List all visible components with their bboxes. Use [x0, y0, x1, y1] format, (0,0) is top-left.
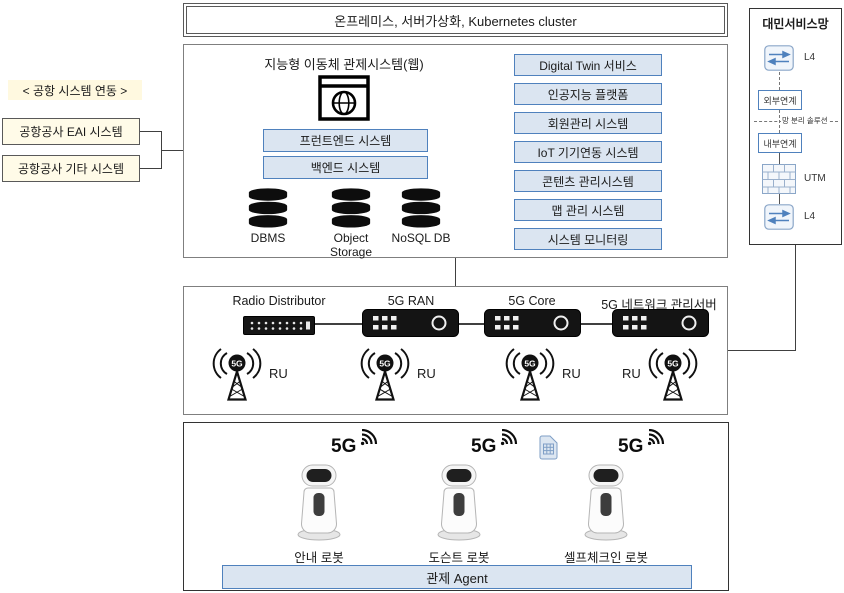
antenna-tower-icon: 5G [648, 348, 698, 401]
connector-eai-h [140, 131, 162, 132]
robot-icon [297, 464, 341, 541]
database-label: NoSQL DB [391, 231, 451, 245]
robot-icon [584, 464, 628, 541]
antenna-tower-icon: 5G [360, 348, 410, 401]
radio-unit-1: 5G RU [210, 345, 288, 401]
zone-line [779, 194, 780, 204]
airport-etc-box: 공항공사 기타 시스템 [2, 155, 140, 182]
service-member-mgmt: 회원관리 시스템 [514, 112, 662, 134]
separation-label: 망 분리 솔루션 [781, 115, 829, 126]
antenna-tower-icon: 5G [212, 348, 262, 401]
database-nosql: NoSQL DB [385, 184, 457, 246]
connector-zone-v [795, 245, 796, 351]
ru-label: RU [417, 365, 436, 381]
radio-unit-4: RU 5G [622, 345, 700, 401]
internal-link-box: 내부연계 [758, 133, 802, 153]
5g-ran-icon [362, 309, 459, 342]
robot-icon [437, 464, 481, 541]
connector-main-to-network [455, 258, 456, 287]
backend-box: 백엔드 시스템 [263, 156, 428, 179]
frontend-box: 프런트엔드 시스템 [263, 129, 428, 152]
5g-text: 5G [471, 436, 496, 457]
public-zone-box: 대민서비스망 L4 외부연계 망 분리 솔루션 내부연계 [749, 8, 842, 245]
5g-badge: 5G [231, 358, 243, 368]
database-label: Object Storage [329, 231, 373, 259]
airport-link-title: < 공항 시스템 연동 > [8, 80, 142, 100]
airport-eai-box: 공항공사 EAI 시스템 [2, 118, 140, 145]
l4-bottom-label: L4 [804, 211, 816, 222]
radio-distributor-icon [243, 314, 315, 342]
node-label-5g-ran: 5G RAN [387, 294, 435, 308]
database-object-storage: Object Storage [319, 184, 383, 260]
utm-firewall-icon [762, 164, 796, 199]
network-box: Radio Distributor 5G RAN 5G Core 5G 네트워크… [183, 286, 728, 415]
public-zone-title: 대민서비스망 [762, 17, 829, 31]
service-content-mgmt: 콘텐츠 관리시스템 [514, 170, 662, 192]
node-label-5g-mgmt: 5G 네트워크 관리서버 [601, 298, 717, 312]
robot-label: 도슨트 로봇 [428, 551, 490, 565]
zone-dash-line [779, 72, 780, 90]
top-banner-label: 온프레미스, 서버가상화, Kubernetes cluster [334, 13, 577, 29]
l4-switch-bottom-icon [764, 204, 794, 235]
utm-label: UTM [804, 173, 826, 184]
robot-guide: 5G 안내 로봇 [249, 428, 389, 566]
connector-zone-to-network [728, 350, 796, 351]
l4-switch-top-icon [764, 45, 794, 76]
top-banner: 온프레미스, 서버가상화, Kubernetes cluster [183, 3, 728, 37]
control-system-title: 지능형 이동체 관제시스템(웹) [264, 57, 424, 72]
connector-etc-h [140, 168, 162, 169]
5g-signal-icon: 5G [330, 428, 378, 462]
robot-label: 안내 로봇 [294, 551, 344, 565]
5g-badge: 5G [667, 358, 679, 368]
radio-unit-2: 5G RU [358, 345, 436, 401]
node-label-radio-distributor: Radio Distributor [232, 294, 326, 308]
5g-text: 5G [331, 436, 356, 457]
database-label: DBMS [250, 231, 286, 245]
5g-mgmt-server-icon [612, 309, 709, 342]
web-browser-icon [317, 74, 371, 127]
5g-badge: 5G [379, 358, 391, 368]
5g-text: 5G [618, 436, 643, 457]
service-iot-link: IoT 기기연동 시스템 [514, 141, 662, 163]
5g-signal-icon: 5G [617, 428, 665, 462]
l4-top-label: L4 [804, 52, 816, 63]
database-icon [248, 188, 288, 228]
service-ai-platform: 인공지능 플랫폼 [514, 83, 662, 105]
connector-left-to-main [161, 150, 184, 151]
5g-badge: 5G [524, 358, 536, 368]
node-label-5g-core: 5G Core [508, 294, 556, 308]
agent-bar: 관제 Agent [222, 565, 692, 589]
robot-selfcheckin: 5G 셀프체크인 로봇 [531, 428, 681, 566]
service-digital-twin: Digital Twin 서비스 [514, 54, 662, 76]
network-bus-line [284, 323, 674, 325]
antenna-tower-icon: 5G [505, 348, 555, 401]
zone-line [779, 153, 780, 164]
service-monitoring: 시스템 모니터링 [514, 228, 662, 250]
5g-signal-icon: 5G [470, 428, 518, 462]
robots-box: 5G 안내 로봇 5G [183, 422, 729, 591]
database-icon [331, 188, 371, 228]
database-dbms: DBMS [238, 184, 298, 246]
ru-label: RU [269, 365, 288, 381]
ru-label: RU [562, 365, 581, 381]
ru-label: RU [622, 365, 641, 381]
radio-unit-3: 5G RU [503, 345, 581, 401]
external-link-box: 외부연계 [758, 90, 802, 110]
top-banner-inner: 온프레미스, 서버가상화, Kubernetes cluster [186, 6, 725, 34]
control-system-box: 지능형 이동체 관제시스템(웹) 프런트엔드 시스템 백엔드 시스템 DBMS [183, 44, 728, 260]
5g-core-icon [484, 309, 581, 342]
robot-label: 셀프체크인 로봇 [564, 551, 648, 565]
service-map-mgmt: 맵 관리 시스템 [514, 199, 662, 221]
database-icon [401, 188, 441, 228]
sim-card-icon [539, 435, 558, 465]
robot-docent: 5G 도슨트 로봇 [389, 428, 529, 566]
